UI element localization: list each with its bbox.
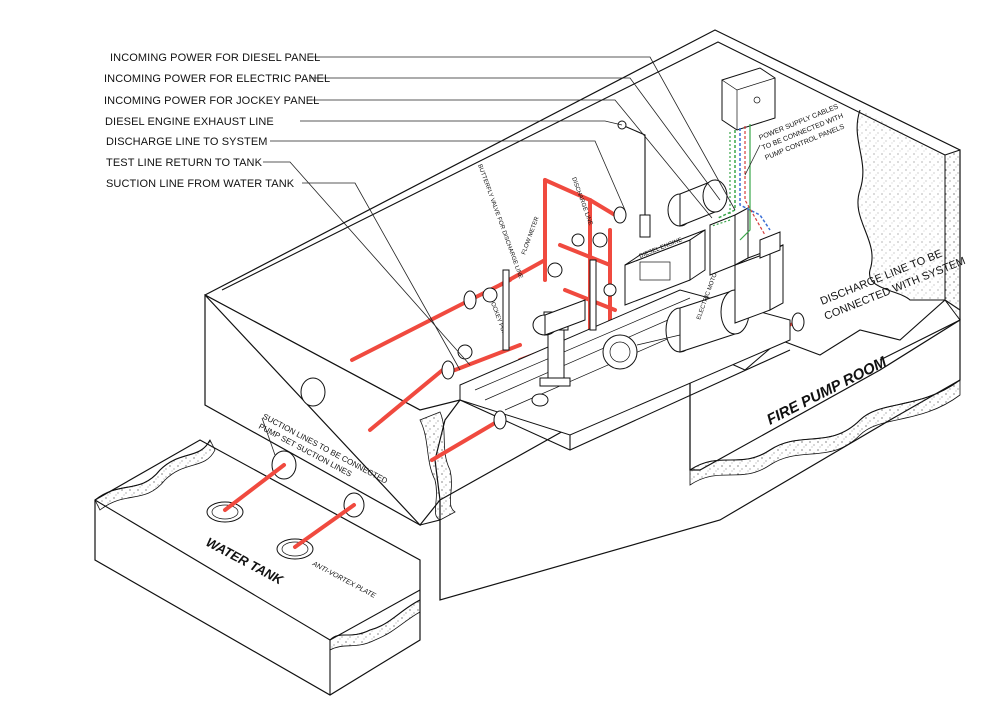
suction-pipe-2 [293,503,356,549]
wall-opening-1 [300,377,326,407]
label-discharge-system: DISCHARGE LINE TO SYSTEM [106,136,268,148]
label-electric-panel-power: INCOMING POWER FOR ELECTRIC PANEL [104,73,330,85]
label-suction-tank: SUCTION LINE FROM WATER TANK [106,178,295,190]
suction-pipe-1 [223,463,286,512]
leader-lines [261,56,761,456]
suction-pipe-3 [350,298,472,362]
test-return-pipe [368,366,447,432]
label-jockey-panel-power: INCOMING POWER FOR JOCKEY PANEL [104,95,319,107]
room-label-water-tank: WATER TANK [204,534,287,588]
suction-pipe-4 [430,418,502,462]
label-test-line: TEST LINE RETURN TO TANK [106,157,263,169]
label-diesel-panel-power: INCOMING POWER FOR DIESEL PANEL [110,52,320,64]
callout-labels: INCOMING POWER FOR DIESEL PANEL INCOMING… [104,52,330,190]
anti-vortex-note: ANTI-VORTEX PLATE [310,560,377,600]
label-exhaust-line: DIESEL ENGINE EXHAUST LINE [105,116,274,128]
